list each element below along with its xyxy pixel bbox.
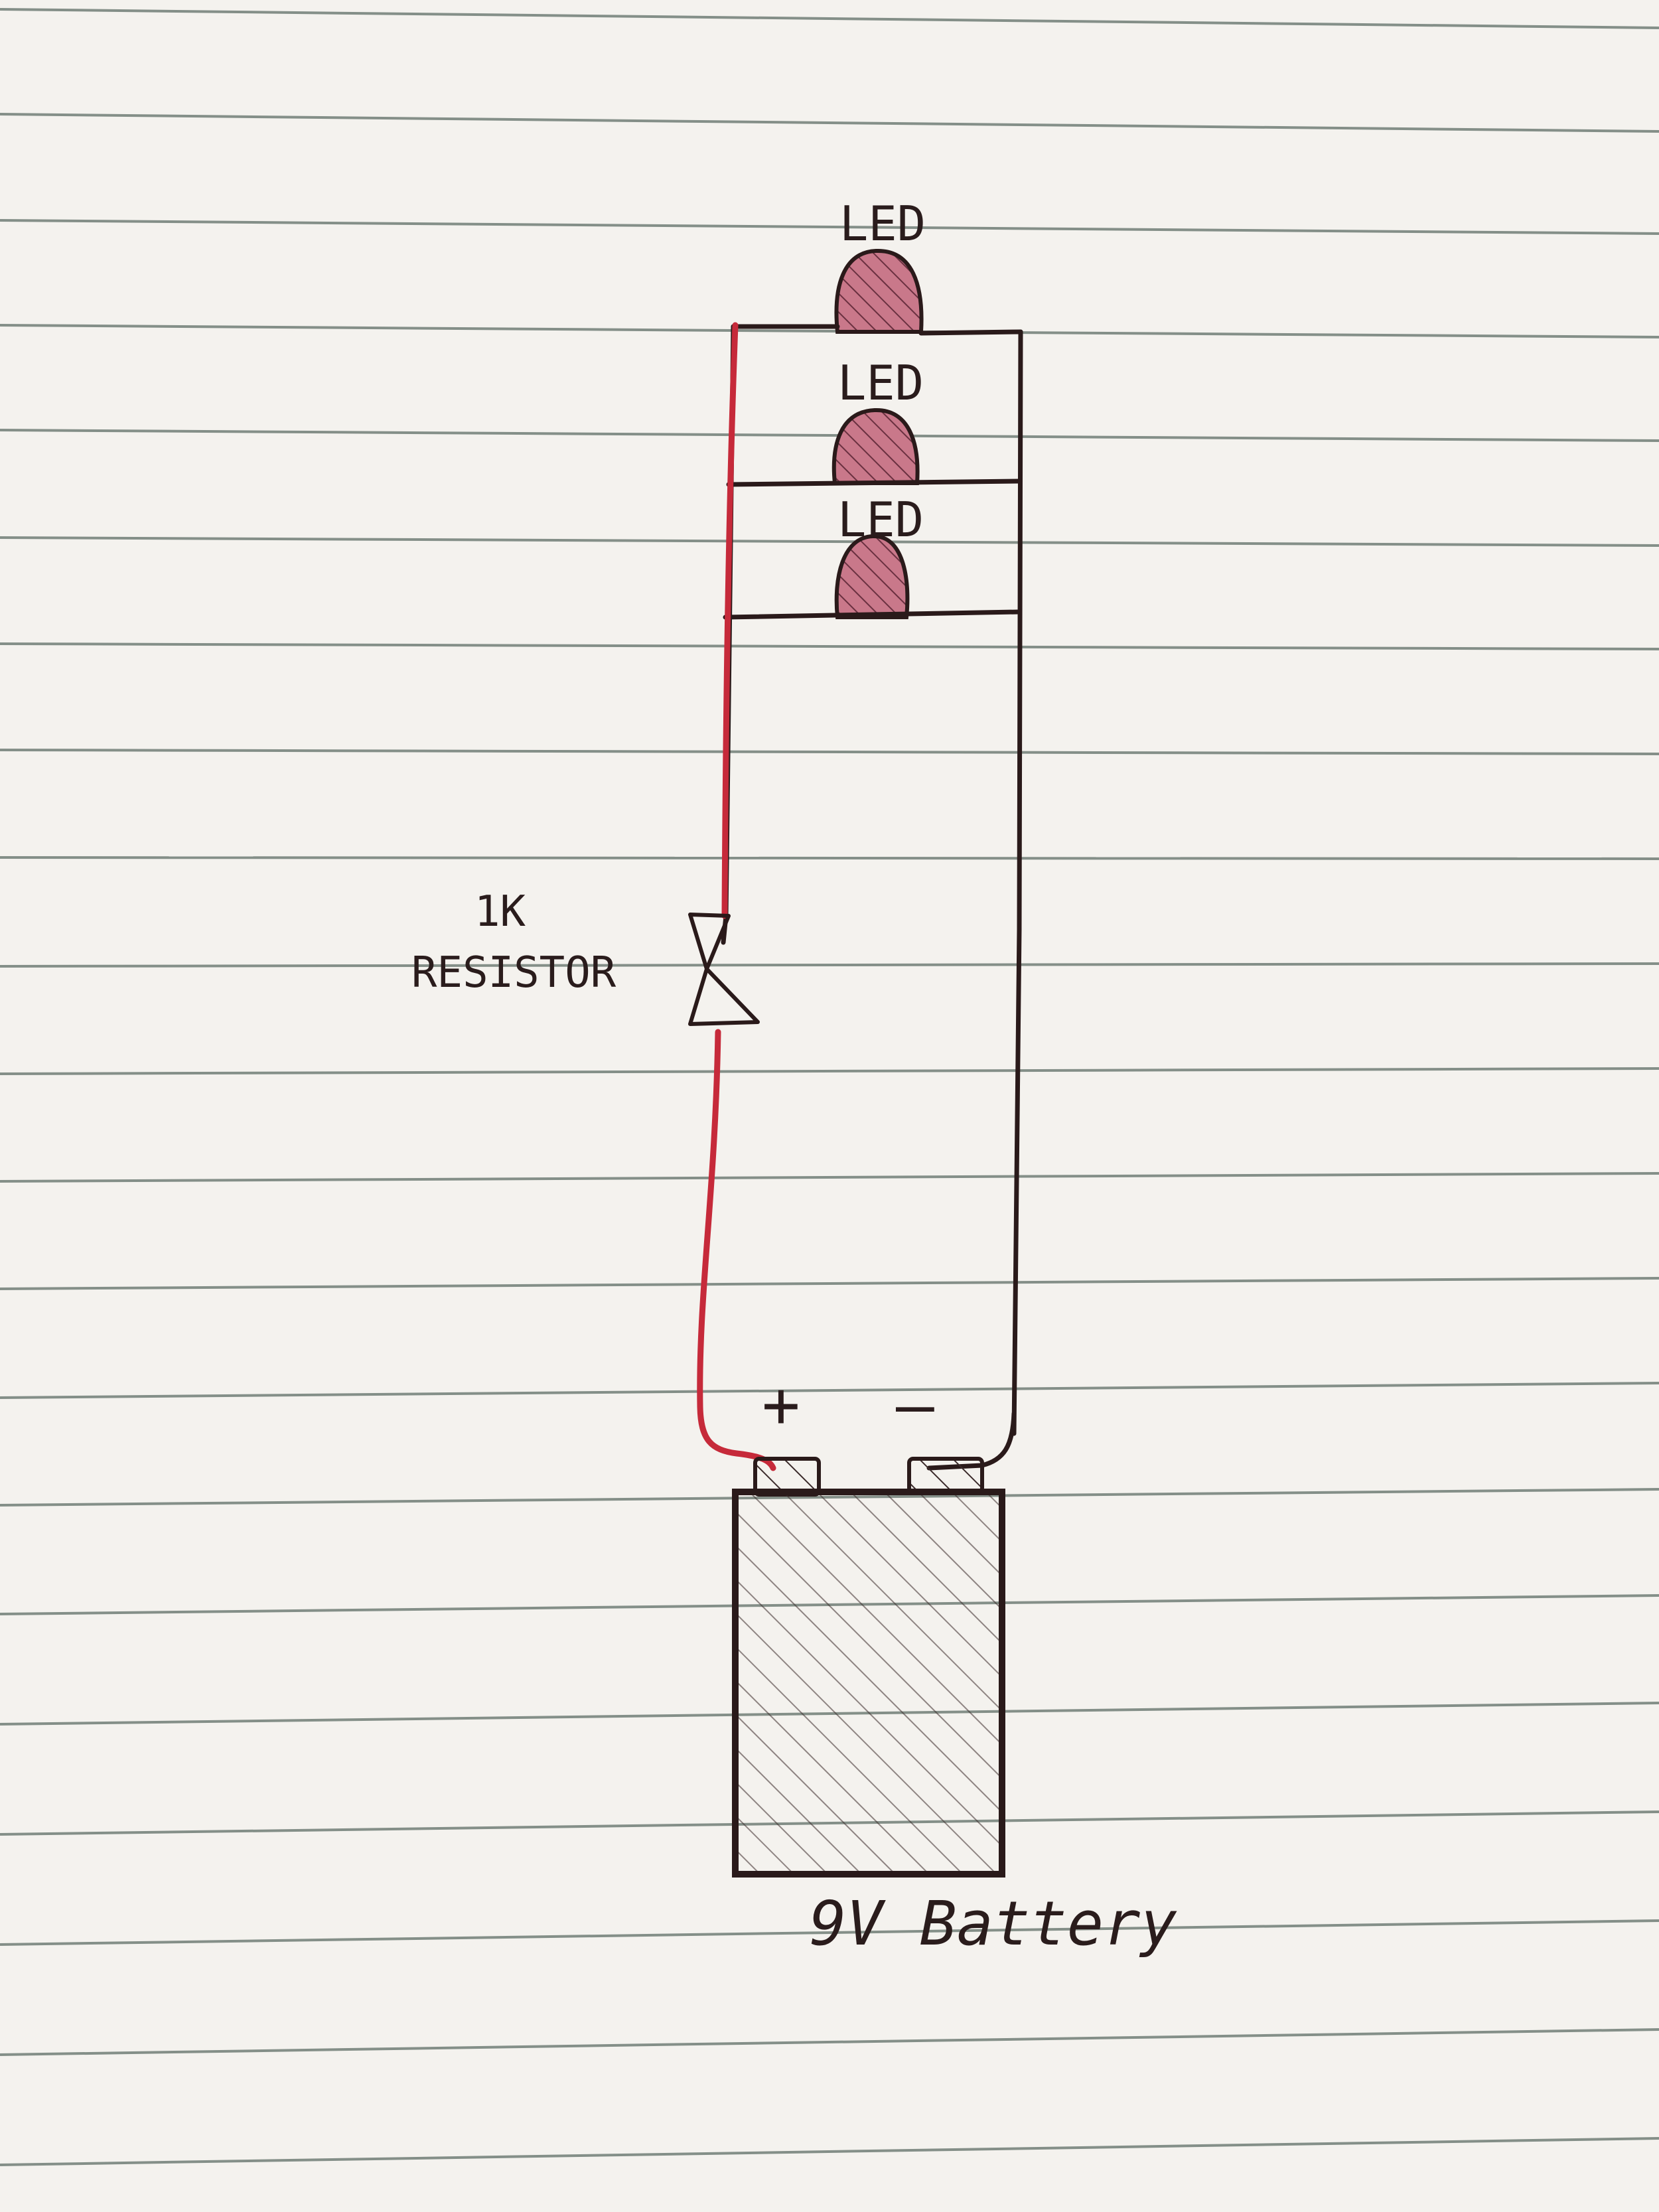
led-1-label: LED bbox=[839, 196, 926, 252]
battery-body bbox=[732, 1489, 1005, 1878]
battery-terminals bbox=[753, 1457, 984, 1497]
led-2-label: LED bbox=[837, 355, 924, 411]
led-3-symbol bbox=[834, 534, 910, 619]
resistor-name-label: RESISTOR bbox=[411, 948, 616, 997]
positive-wire bbox=[697, 322, 776, 1471]
led-3-label: LED bbox=[837, 492, 924, 548]
led-2-symbol bbox=[831, 407, 920, 485]
battery-label: 9V Battery bbox=[810, 1888, 1177, 1959]
resistor-value-label: 1K bbox=[474, 887, 526, 936]
negative-terminal-label: – bbox=[896, 1368, 934, 1442]
positive-terminal-label: + bbox=[762, 1368, 800, 1442]
resistor-symbol bbox=[688, 913, 760, 1026]
led-1-symbol bbox=[834, 248, 924, 334]
